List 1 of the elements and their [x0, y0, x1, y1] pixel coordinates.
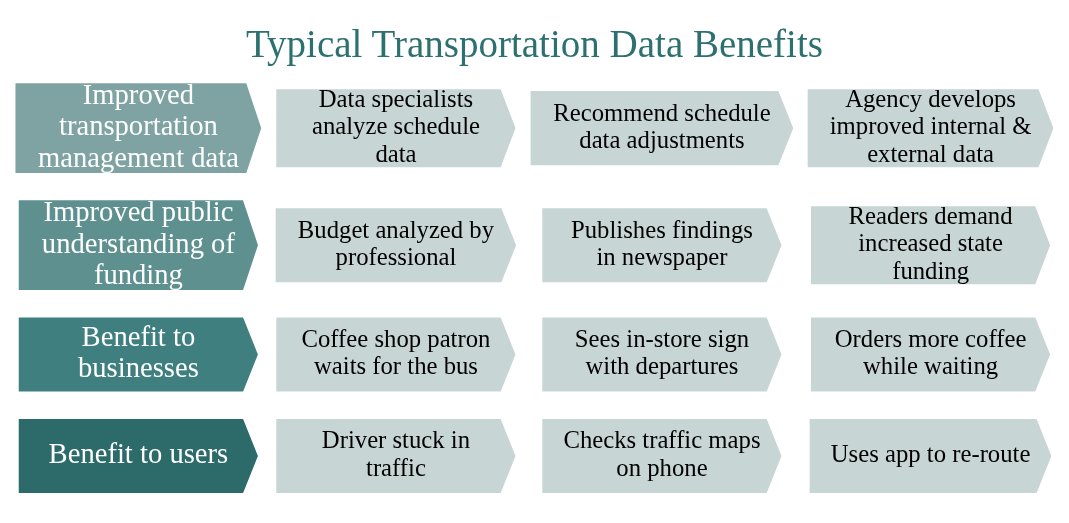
diagram-title: Typical Transportation Data Benefits [246, 21, 823, 65]
